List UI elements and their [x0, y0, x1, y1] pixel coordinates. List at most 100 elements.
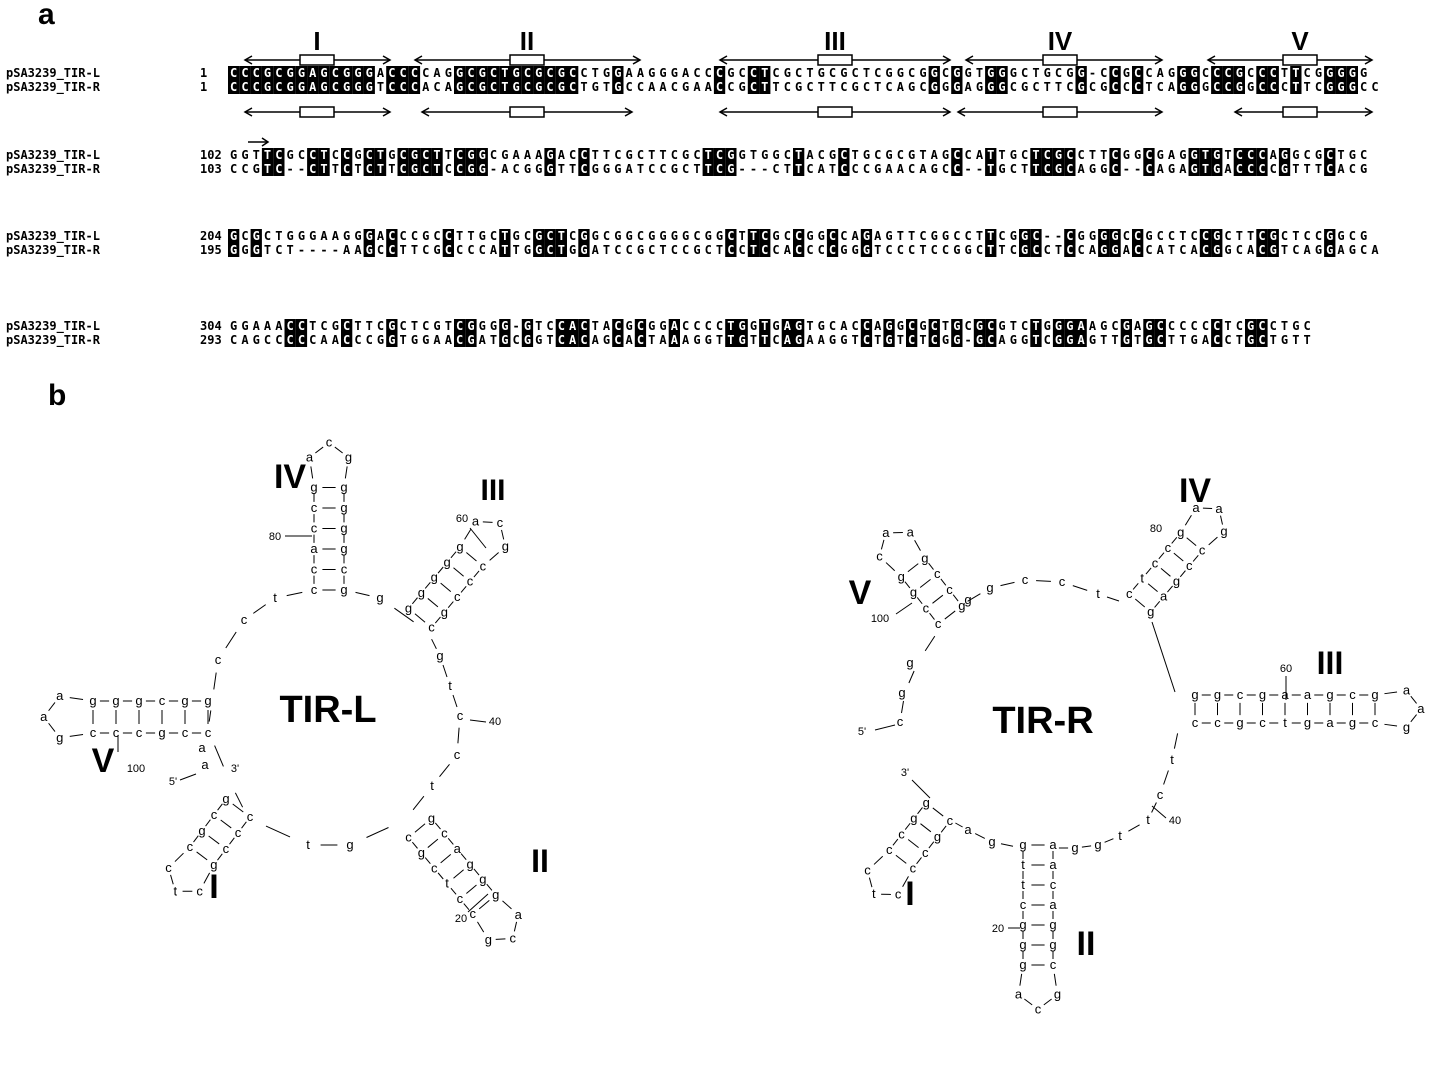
identity-shade — [284, 333, 296, 347]
identity-shade — [544, 243, 556, 257]
identity-shade — [985, 80, 997, 94]
nucleotide: c — [205, 725, 212, 740]
residue: T — [1224, 319, 1231, 333]
identity-shade — [1211, 162, 1223, 176]
identity-shade — [1267, 66, 1279, 80]
residue: C — [1213, 66, 1220, 80]
residue: G — [976, 319, 983, 333]
identity-shade — [759, 243, 771, 257]
nucleotide: t — [173, 883, 177, 898]
residue: C — [772, 333, 779, 347]
nucleotide: a — [515, 907, 523, 922]
residue: C — [1191, 319, 1198, 333]
residue: T — [275, 229, 282, 243]
identity-shade — [759, 319, 771, 333]
residue: C — [388, 229, 395, 243]
residue: G — [705, 229, 712, 243]
residue: T — [897, 333, 904, 347]
residue: C — [976, 243, 983, 257]
tir-r-stem-V: V — [849, 574, 872, 612]
identity-shade — [397, 148, 409, 162]
residue: C — [230, 66, 237, 80]
identity-shade — [454, 66, 466, 80]
residue: C — [1123, 80, 1130, 94]
identity-shade — [295, 333, 308, 347]
residue: G — [818, 319, 825, 333]
residue: T — [1292, 229, 1299, 243]
nucleotide: c — [428, 620, 435, 635]
identity-shade — [713, 80, 726, 94]
residue: T — [1055, 80, 1062, 94]
base-pair-line — [220, 819, 232, 829]
residue: G — [919, 319, 926, 333]
nucleotide: g — [492, 887, 499, 902]
backbone-line — [940, 578, 947, 586]
residue: C — [1111, 148, 1118, 162]
residue: T — [1337, 148, 1344, 162]
residue: - — [1134, 162, 1141, 176]
backbone-line — [974, 833, 986, 839]
residue: A — [806, 333, 814, 347]
backbone-line — [69, 733, 84, 737]
identity-shade — [1256, 66, 1268, 80]
residue: G — [456, 66, 463, 80]
residue: C — [716, 148, 723, 162]
nucleotide: a — [882, 525, 890, 540]
residue: C — [241, 66, 248, 80]
identity-shade — [1064, 162, 1076, 176]
residue: C — [885, 243, 892, 257]
backbone-line — [473, 868, 480, 876]
residue: G — [1349, 243, 1356, 257]
residue: G — [739, 148, 746, 162]
residue: G — [1089, 229, 1096, 243]
residue: C — [648, 243, 655, 257]
residue: G — [1021, 243, 1028, 257]
identity-shade — [544, 162, 556, 176]
residue: - — [761, 162, 768, 176]
residue: C — [580, 319, 587, 333]
identity-shade — [341, 80, 353, 94]
identity-shade — [521, 66, 534, 80]
backbone-line — [412, 795, 425, 811]
residue: G — [603, 333, 610, 347]
backbone-line — [1132, 582, 1139, 590]
identity-shade — [374, 162, 387, 176]
residue: T — [761, 66, 768, 80]
residue: G — [354, 80, 361, 94]
nucleotide: t — [273, 590, 277, 605]
identity-shade — [702, 148, 714, 162]
residue: A — [671, 319, 679, 333]
base-pair-line — [932, 807, 944, 817]
residue: C — [908, 319, 915, 333]
residue: C — [1032, 80, 1039, 94]
base-pair-line — [414, 823, 426, 833]
nucleotide: a — [310, 541, 318, 556]
identity-shade — [1132, 243, 1144, 257]
residue: G — [1326, 80, 1333, 94]
residue: C — [422, 66, 429, 80]
residue: C — [1044, 333, 1051, 347]
residue: G — [230, 229, 237, 243]
identity-shade — [1143, 162, 1155, 176]
residue: C — [682, 243, 689, 257]
identity-shade — [363, 243, 375, 257]
nucleotide: a — [1049, 897, 1057, 912]
residue: C — [1157, 333, 1164, 347]
residue: C — [513, 162, 520, 176]
sequence-name: pSA3239_TIR-R — [6, 333, 101, 348]
identity-shade — [442, 243, 454, 257]
residue: G — [298, 66, 305, 80]
residue: G — [1191, 80, 1198, 94]
backbone-line — [457, 727, 460, 744]
tir-l-title: TIR-L — [279, 689, 376, 731]
identity-shade — [476, 162, 488, 176]
backbone-line — [170, 874, 174, 885]
residue: G — [840, 243, 847, 257]
sequence-start: 293 — [200, 333, 222, 347]
residue: C — [1078, 148, 1085, 162]
backbone-line — [437, 872, 444, 880]
nucleotide: g — [1191, 687, 1198, 702]
nucleotide: c — [235, 825, 242, 840]
identity-shade — [476, 80, 488, 94]
residue: T — [727, 319, 734, 333]
